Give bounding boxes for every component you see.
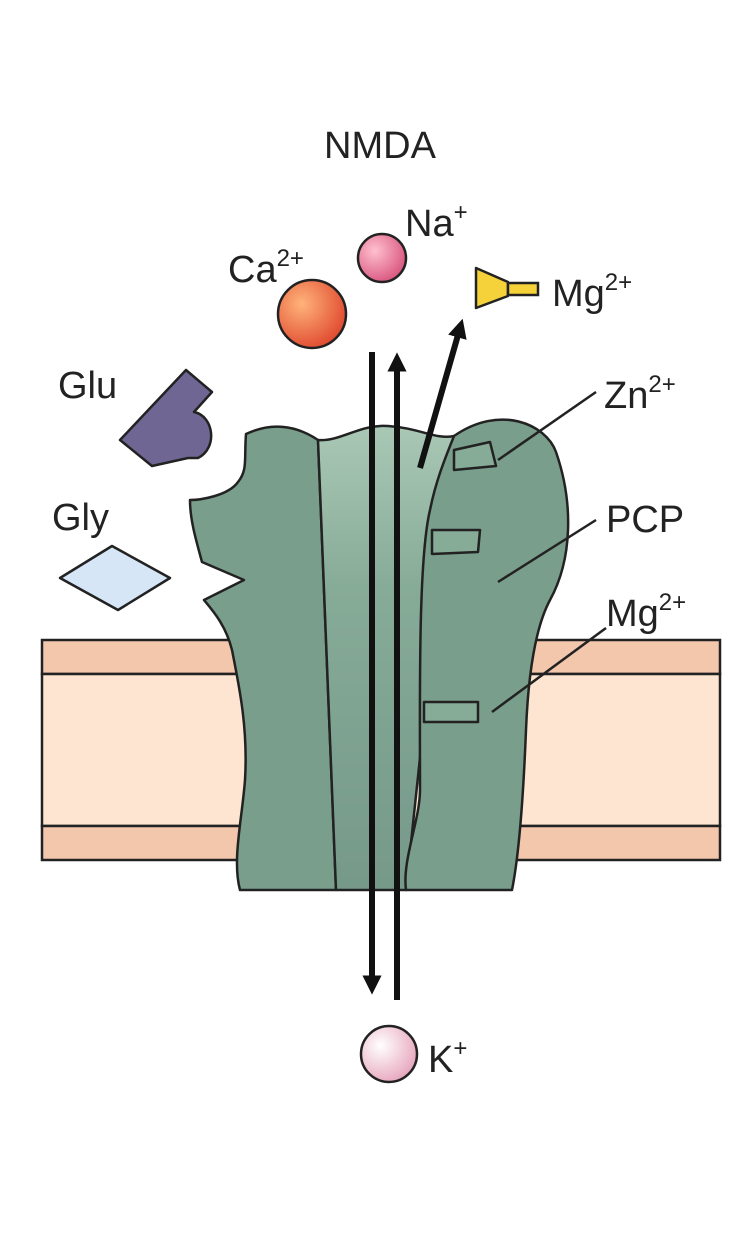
potassium-ion bbox=[361, 1026, 417, 1082]
glutamate-ligand-shape bbox=[120, 370, 212, 466]
glutamate-label: Glu bbox=[58, 365, 117, 407]
magnesium-site-label: Mg2+ bbox=[606, 589, 686, 635]
zinc-site-label: Zn2+ bbox=[604, 371, 676, 417]
pcp-site-label: PCP bbox=[606, 499, 684, 541]
mg-binding-site bbox=[424, 702, 478, 722]
diagram-title: NMDA bbox=[324, 125, 437, 167]
calcium-label: Ca2+ bbox=[228, 245, 304, 291]
magnesium-blocker-label: Mg2+ bbox=[552, 269, 632, 315]
glycine-ligand-shape bbox=[60, 546, 170, 610]
glycine-label: Gly bbox=[52, 497, 109, 539]
potassium-label: K+ bbox=[428, 1035, 467, 1081]
pcp-binding-site bbox=[432, 530, 480, 554]
sodium-ion bbox=[358, 234, 406, 282]
sodium-label: Na+ bbox=[405, 199, 468, 245]
calcium-ion bbox=[278, 280, 346, 348]
nmda-channel bbox=[190, 420, 568, 890]
mg-blocker-shape bbox=[476, 268, 538, 308]
